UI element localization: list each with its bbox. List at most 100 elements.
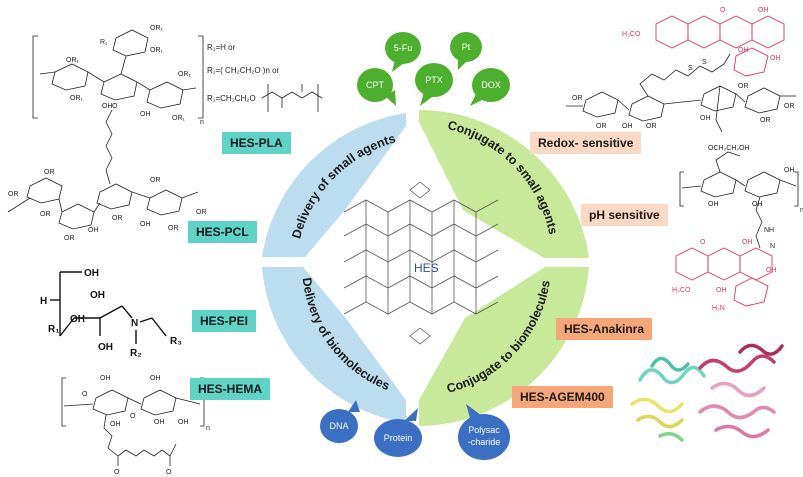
svg-text:O: O bbox=[130, 413, 136, 420]
quadrant-conjugate-small-agents bbox=[419, 110, 589, 258]
svg-text:OR: OR bbox=[44, 169, 55, 176]
label-hes-pcl: HES-PCL bbox=[188, 221, 257, 243]
bubble-polysaccharide: Polysac -charide bbox=[458, 404, 510, 460]
hes-hema-structure bbox=[61, 377, 205, 466]
svg-text:OR₁: OR₁ bbox=[178, 71, 192, 78]
svg-text:OH: OH bbox=[766, 267, 777, 274]
svg-text:OR₁: OR₁ bbox=[70, 95, 84, 102]
svg-text:OH: OH bbox=[150, 375, 161, 382]
quadrant-delivery-biomolecules bbox=[262, 267, 406, 423]
svg-text:Polysac: Polysac bbox=[468, 425, 500, 435]
svg-text:OR₁: OR₁ bbox=[66, 57, 80, 64]
svg-text:OH: OH bbox=[110, 421, 121, 428]
biomolecule-bubbles: DNA Protein Polysac -charide bbox=[320, 400, 510, 460]
svg-text:Protein: Protein bbox=[384, 433, 413, 443]
svg-text:OR: OR bbox=[150, 177, 161, 184]
bubble-dox: DOX bbox=[470, 68, 510, 106]
svg-text:OH: OH bbox=[758, 7, 769, 14]
svg-text:OH: OH bbox=[140, 221, 151, 228]
svg-text:S: S bbox=[702, 59, 707, 66]
svg-text:n: n bbox=[206, 425, 210, 432]
svg-text:H: H bbox=[40, 296, 47, 307]
svg-text:OH: OH bbox=[70, 314, 85, 325]
svg-text:OH: OH bbox=[700, 115, 711, 122]
svg-text:OH: OH bbox=[100, 375, 111, 382]
svg-text:OH: OH bbox=[784, 167, 795, 174]
svg-text:OH: OH bbox=[752, 201, 763, 208]
svg-text:5-Fu: 5-Fu bbox=[394, 43, 413, 53]
center-hes-label: HES bbox=[414, 261, 439, 275]
ph-conjugate-structure bbox=[679, 151, 799, 249]
svg-text:OH: OH bbox=[622, 123, 633, 130]
svg-text:OR: OR bbox=[646, 123, 657, 130]
hes-pla-labels: OR₁ OR₁ OH OH OR₁ R₁ OR₁ OR₁ OR₁ n R₁=H … bbox=[66, 25, 280, 126]
svg-text:OR₁: OR₁ bbox=[150, 47, 164, 54]
hes-network-structure bbox=[343, 181, 499, 345]
svg-text:O: O bbox=[82, 391, 88, 398]
svg-text:OH: OH bbox=[90, 290, 105, 301]
svg-text:OR: OR bbox=[168, 225, 179, 232]
hes-pei-labels: OH OH H OH R₁ OH N R₂ R₃ bbox=[40, 268, 182, 359]
svg-text:OH: OH bbox=[742, 239, 753, 246]
label-hes-anakinra: HES-Anakinra bbox=[556, 318, 653, 340]
svg-text:OR: OR bbox=[784, 103, 795, 110]
svg-text:O: O bbox=[112, 103, 118, 110]
svg-text:R₂: R₂ bbox=[130, 348, 142, 359]
svg-text:OR: OR bbox=[8, 191, 19, 198]
protein-ribbon-image bbox=[630, 343, 784, 442]
bubble-pt: Pt bbox=[450, 32, 482, 70]
bubble-cpt: CPT bbox=[357, 68, 396, 106]
svg-text:H₃CO: H₃CO bbox=[622, 31, 641, 38]
svg-text:R₁=CH₂CH₂O: R₁=CH₂CH₂O bbox=[207, 94, 256, 103]
label-ph-sensitive: pH sensitive bbox=[581, 204, 668, 226]
hes-pla-structure bbox=[32, 29, 204, 119]
hes-hema-labels: OH OH O OH O OH OH n O O bbox=[82, 375, 210, 476]
label-hes-pei: HES-PEI bbox=[192, 310, 257, 332]
svg-text:NH: NH bbox=[764, 227, 774, 234]
hes-pei-structure bbox=[50, 271, 167, 344]
svg-text:n: n bbox=[800, 207, 803, 214]
svg-text:OH: OH bbox=[770, 55, 781, 62]
svg-text:OR₁: OR₁ bbox=[150, 25, 164, 32]
svg-text:OR: OR bbox=[596, 123, 607, 130]
ph-labels: OCH₂CH₂OH OH OH OH n NH N H₃CO O OH OH H… bbox=[672, 145, 803, 312]
redox-conjugate-structure bbox=[566, 53, 796, 133]
svg-text:OH: OH bbox=[84, 268, 99, 279]
ph-drug-dox bbox=[675, 247, 773, 307]
svg-text:OH: OH bbox=[102, 103, 113, 110]
hes-pcl-structure bbox=[7, 109, 199, 230]
svg-text:OH: OH bbox=[708, 201, 719, 208]
svg-text:OH: OH bbox=[154, 419, 165, 426]
svg-text:N: N bbox=[770, 243, 775, 250]
svg-text:R₁: R₁ bbox=[100, 39, 108, 46]
redox-drug-dox bbox=[655, 15, 785, 77]
svg-text:R₃: R₃ bbox=[170, 336, 182, 347]
svg-text:OR: OR bbox=[196, 209, 207, 216]
svg-text:OR: OR bbox=[760, 117, 771, 124]
svg-text:OH: OH bbox=[738, 47, 749, 54]
svg-text:OR: OR bbox=[64, 235, 75, 242]
svg-text:OH: OH bbox=[140, 111, 151, 118]
svg-text:O: O bbox=[114, 469, 120, 476]
svg-text:DNA: DNA bbox=[329, 421, 348, 431]
svg-text:CPT: CPT bbox=[366, 80, 385, 90]
hes-pcl-labels: OR OR OR OR OH OR OH OR OR OR O bbox=[8, 103, 207, 242]
svg-text:Pt: Pt bbox=[462, 42, 471, 52]
svg-text:OR: OR bbox=[112, 215, 123, 222]
svg-text:OR: OR bbox=[40, 211, 51, 218]
quadrant-delivery-small-agents bbox=[262, 113, 406, 257]
svg-text:DOX: DOX bbox=[481, 80, 501, 90]
svg-text:OH: OH bbox=[98, 342, 113, 353]
svg-text:OH: OH bbox=[88, 227, 99, 234]
svg-text:N: N bbox=[131, 318, 138, 329]
svg-text:S: S bbox=[688, 65, 693, 72]
svg-text:OR₁: OR₁ bbox=[172, 115, 186, 122]
svg-text:R₁=H or: R₁=H or bbox=[207, 43, 236, 52]
svg-text:n: n bbox=[200, 119, 204, 126]
svg-text:R₁: R₁ bbox=[48, 324, 59, 335]
quadrant-conjugate-biomolecules bbox=[419, 267, 589, 426]
svg-text:H₂N: H₂N bbox=[712, 305, 725, 312]
svg-text:O: O bbox=[166, 469, 172, 476]
svg-text:O: O bbox=[700, 239, 706, 246]
